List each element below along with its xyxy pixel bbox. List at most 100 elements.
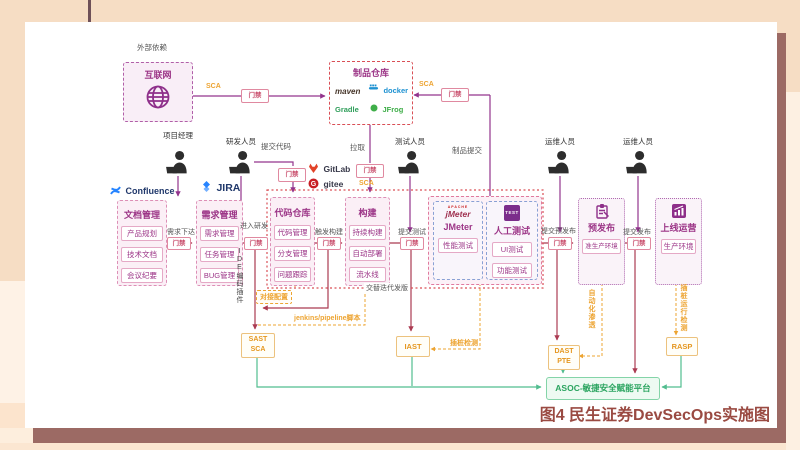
ide-plugin-vertical-label: IDE编码插件 bbox=[236, 248, 243, 304]
svg-text:G: G bbox=[311, 181, 317, 188]
test-badge-wrap: TEST bbox=[487, 205, 537, 221]
stage-prod-box: 上线运营 生产环境 bbox=[655, 198, 702, 285]
stage-manual-item: 功能测试 bbox=[492, 263, 532, 278]
role-ops1-label: 运维人员 bbox=[545, 137, 575, 146]
iterate-label: 交替迭代发版 bbox=[364, 283, 410, 293]
stage-docs-item: 会议纪要 bbox=[121, 268, 163, 283]
gate-internet-sca: 门禁 bbox=[241, 89, 269, 103]
pull-label: 拉取 bbox=[350, 143, 365, 152]
stage-staging-box: 预发布 准生产环境 bbox=[578, 198, 625, 285]
stage-build-item: 自动部署 bbox=[349, 246, 386, 261]
gate-staging: 门禁 bbox=[548, 237, 572, 250]
stage-manual-box: TEST 人工测试 UI测试 功能测试 bbox=[486, 201, 538, 280]
asoc-platform-box: ASOC-敏捷安全赋能平台 bbox=[546, 377, 660, 400]
stage-build-item: 持续构建 bbox=[349, 225, 386, 240]
bottom-frame-bar bbox=[33, 428, 786, 443]
sca-tool-label: SCA bbox=[250, 346, 266, 354]
stage-docs-title: 文档管理 bbox=[123, 210, 160, 220]
internet-title: 互联网 bbox=[144, 70, 172, 80]
gate-pull: 门禁 bbox=[356, 164, 384, 178]
stage-perf-item: 性能测试 bbox=[438, 238, 478, 253]
left-accent-strip bbox=[0, 281, 25, 403]
chart-icon bbox=[671, 204, 686, 218]
req-issue-label: 需求下达 bbox=[167, 229, 195, 236]
connect-config-label: 对接配置 bbox=[256, 290, 292, 304]
iast-tool-box: IAST bbox=[396, 336, 430, 357]
pte-label: PTE bbox=[557, 358, 571, 366]
jfrog-frog-icon bbox=[370, 104, 378, 112]
jmeter-logo: APACHE jMeter bbox=[434, 205, 482, 219]
submit-test-label: 提交测试 bbox=[398, 229, 426, 236]
jenkins-pipeline-label: jenkins/pipeline脚本 bbox=[294, 315, 361, 322]
apache-wordmark: APACHE bbox=[447, 205, 469, 209]
person-ops2-icon bbox=[626, 150, 647, 174]
person-ops1-icon bbox=[548, 150, 569, 174]
external-dependency-label: 外部依赖 bbox=[137, 43, 167, 52]
stage-docs-box: 文档管理 产品规划 技术文档 会议纪要 bbox=[117, 200, 167, 286]
confluence-icon bbox=[110, 186, 121, 195]
person-qa-icon bbox=[398, 150, 419, 174]
gate-dev: 门禁 bbox=[244, 237, 268, 250]
stage-req-item: 任务管理 bbox=[200, 247, 239, 262]
artifact-repo-title: 制品仓库 bbox=[352, 68, 389, 78]
instrument-check-label: 插桩检测 bbox=[450, 340, 478, 347]
artifact-repo-box: 制品仓库 maven docker Gradle JFrog bbox=[329, 61, 413, 125]
rasp-tool-box: RASP bbox=[666, 337, 698, 356]
internet-box: 互联网 bbox=[123, 62, 193, 122]
asoc-lines bbox=[256, 354, 682, 390]
jfrog-logo: JFrog bbox=[370, 99, 403, 117]
gate-release: 门禁 bbox=[627, 237, 651, 250]
stage-docs-item: 技术文档 bbox=[121, 247, 163, 262]
gitlab-logo: GitLab bbox=[308, 159, 350, 177]
dast-label: DAST bbox=[554, 348, 574, 355]
gitee-icon: G bbox=[308, 178, 319, 189]
role-qa-label: 测试人员 bbox=[395, 137, 425, 146]
sca-label-pull: SCA bbox=[359, 180, 374, 187]
stage-staging-item: 准生产环境 bbox=[582, 239, 621, 254]
figure-caption: 图4 民生证券DevSecOps实施图 bbox=[539, 407, 770, 424]
stage-build-box: 构建 持续构建 自动部署 流水线 bbox=[345, 197, 390, 286]
docker-whale-icon bbox=[368, 84, 379, 90]
stage-code-item: 问题跟踪 bbox=[274, 267, 311, 282]
maven-logo: maven bbox=[335, 87, 361, 96]
stage-build-title: 构建 bbox=[358, 208, 377, 218]
gitee-logo: G gitee bbox=[308, 174, 343, 192]
dast-pte-tool-box: DAST PTE bbox=[548, 345, 580, 370]
gate-build: 门禁 bbox=[317, 237, 341, 250]
clipboard-icon bbox=[595, 204, 609, 219]
right-frame-bar bbox=[777, 33, 786, 443]
trigger-build-label: 触发构建 bbox=[315, 229, 343, 236]
rasp-check-vertical-label: 插桩运行检测 bbox=[680, 284, 687, 332]
stage-req-item: BUG管理 bbox=[200, 268, 239, 283]
jira-logo: JIRA bbox=[201, 178, 240, 196]
stage-code-title: 代码仓库 bbox=[274, 208, 311, 218]
gate-req: 门禁 bbox=[167, 237, 191, 250]
submit-release-label: 提交发布 bbox=[623, 229, 651, 236]
enter-dev-label: 进入研发 bbox=[240, 223, 268, 230]
person-dev-icon bbox=[229, 150, 250, 174]
docker-logo: docker bbox=[368, 80, 408, 98]
gate-test: 门禁 bbox=[400, 237, 424, 250]
stage-req-title: 需求管理 bbox=[201, 210, 238, 220]
sca-label-internet: SCA bbox=[206, 83, 221, 90]
sast-label: SAST bbox=[248, 336, 268, 343]
gitlab-fox-icon bbox=[309, 163, 318, 173]
globe-icon bbox=[146, 85, 170, 109]
person-and-artifact-lines bbox=[175, 92, 641, 233]
person-pm-icon bbox=[166, 150, 187, 174]
stage-perf-title: JMeter bbox=[443, 222, 473, 232]
stage-manual-title: 人工测试 bbox=[493, 226, 530, 236]
artifact-submit-label: 制品提交 bbox=[452, 146, 482, 155]
auto-pentest-vertical-label: 自动化渗透 bbox=[588, 289, 595, 329]
stage-req-item: 需求管理 bbox=[200, 226, 239, 241]
stage-prod-item: 生产环境 bbox=[661, 239, 696, 254]
sast-sca-tool-box: SAST SCA bbox=[241, 333, 275, 358]
stage-req-box: 需求管理 需求管理 任务管理 BUG管理 bbox=[196, 200, 243, 286]
role-ops2-label: 运维人员 bbox=[623, 137, 653, 146]
gate-artifact-sca: 门禁 bbox=[441, 88, 469, 102]
stage-staging-title: 预发布 bbox=[587, 223, 615, 233]
right-sliver bbox=[786, 92, 800, 450]
sca-label-repo: SCA bbox=[419, 81, 434, 88]
stage-perf-box: APACHE jMeter JMeter 性能测试 bbox=[433, 201, 483, 280]
